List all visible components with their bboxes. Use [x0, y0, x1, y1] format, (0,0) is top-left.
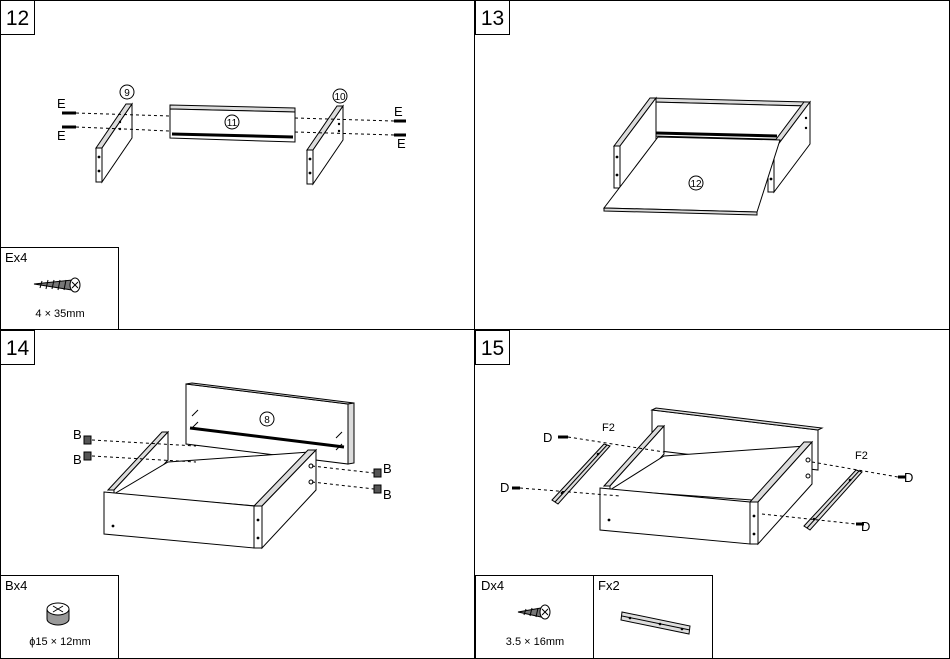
step-number-box [475, 0, 510, 35]
step-number-box [0, 0, 35, 35]
screw-letter: E [397, 136, 406, 151]
screw-icon [512, 435, 906, 526]
part-callout-label: 8 [264, 415, 270, 426]
part-callout-label: 12 [690, 179, 702, 190]
step-12-panel: 12 9 11 [0, 0, 406, 330]
step-number: 12 [6, 7, 29, 30]
hardware-box [475, 575, 594, 659]
wood-screw-icon [33, 277, 81, 293]
fitting-letter: B [383, 461, 392, 476]
short-screw-icon [517, 604, 551, 620]
fitting-letter: B [73, 452, 82, 467]
step-13-panel: 13 12 [475, 0, 811, 216]
step-number: 13 [481, 7, 504, 30]
part-callout-label: 11 [227, 118, 238, 129]
screw-letter: E [394, 104, 403, 119]
fitting-letter: B [383, 487, 392, 502]
hardware-label: Dx4 [481, 578, 504, 593]
hardware-size: 4 × 35mm [35, 308, 84, 320]
screw-letter: E [57, 128, 66, 143]
fitting-letter: B [73, 427, 82, 442]
step-number-box [0, 330, 35, 365]
screw-letter: D [543, 430, 552, 445]
drawer-runner-icon [551, 443, 611, 505]
step-15-panel: 15 [475, 330, 913, 659]
side-panel-9 [95, 102, 133, 184]
hardware-size: ɸ15 × 12mm [29, 636, 90, 648]
cam-fitting-icon [83, 435, 382, 494]
screw-letter: D [904, 470, 913, 485]
drawer-runner-icon [803, 469, 863, 531]
screw-letter: D [500, 480, 509, 495]
part-callout-9 [119, 84, 135, 100]
screw-icon [62, 111, 406, 137]
hardware-box [593, 575, 713, 659]
screw-letter: E [57, 96, 66, 111]
part-callout-12 [688, 175, 704, 191]
hardware-size: 3.5 × 16mm [506, 636, 564, 648]
step-14-panel: 14 8 [0, 330, 392, 659]
part-callout-11 [224, 114, 240, 130]
part-callout-label: 10 [334, 92, 346, 103]
drawer-frame [603, 96, 811, 216]
part-callout-8 [259, 411, 275, 427]
drawer-runner-icon [620, 611, 691, 635]
part-callout-label: 9 [124, 88, 130, 99]
part-callout-10 [332, 88, 348, 104]
step-number: 15 [481, 337, 504, 360]
cam-lock-icon [46, 602, 70, 626]
hardware-label: Ex4 [5, 250, 27, 265]
hardware-label: Fx2 [598, 578, 620, 593]
hardware-label: Bx4 [5, 578, 27, 593]
side-panel-10 [306, 104, 344, 186]
assembled-drawer [599, 407, 824, 546]
step-number-box [475, 330, 510, 365]
runner-label: F2 [855, 450, 868, 462]
runner-label: F2 [602, 422, 615, 434]
drawer-box [103, 430, 318, 550]
step-number: 14 [6, 337, 30, 360]
screw-letter: D [861, 519, 870, 534]
